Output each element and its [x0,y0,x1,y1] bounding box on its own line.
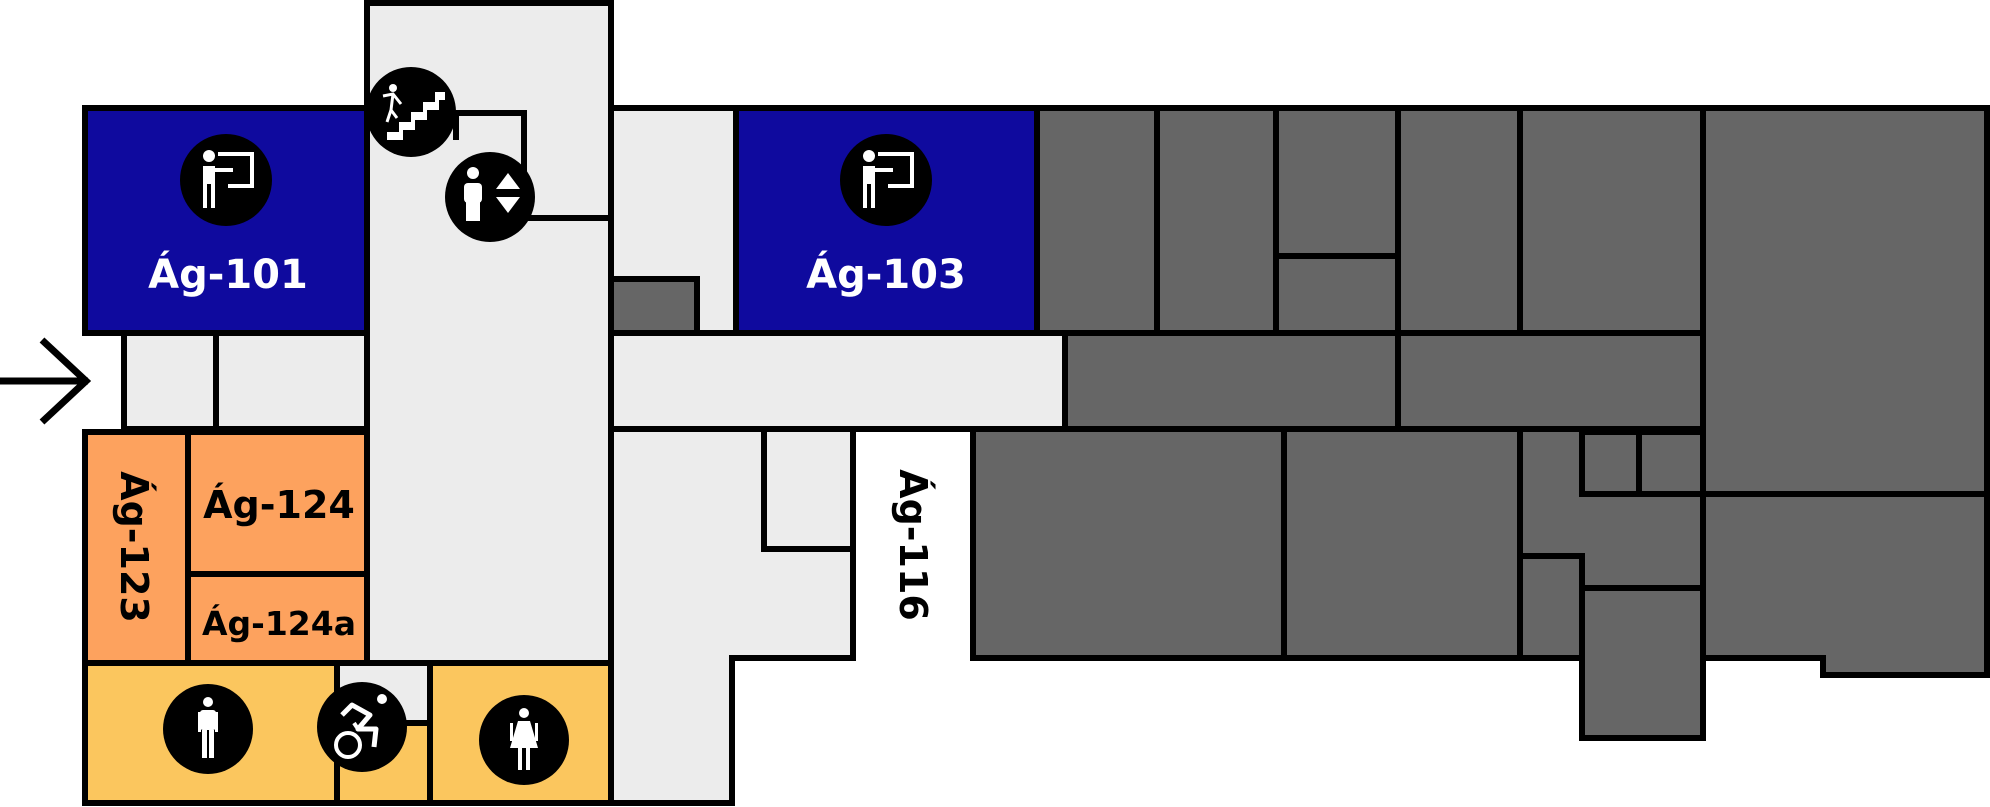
grey-room [1395,105,1523,336]
corridor-small-room [761,426,856,552]
grey-room [1700,105,1990,678]
grey-room [1273,253,1401,336]
room-label-ag124: Ág-124 [203,483,355,527]
room-label-ag123: Ág-123 [112,471,156,623]
grey-room [1636,429,1706,497]
corridor-east [608,330,1068,432]
room-label-ag103: Ág-103 [806,250,966,298]
unavailable-rooms [608,105,1990,741]
office-rooms [82,429,370,666]
grey-room [1062,330,1401,432]
room-ag124[interactable] [185,429,370,577]
room-label-ag116: Ág-116 [891,469,935,621]
room-label-ag101: Ág-101 [148,250,308,298]
entrance-arrow-icon[interactable] [0,337,92,425]
grey-room [1395,330,1706,432]
grey-room [1034,105,1160,336]
grey-room [1517,105,1706,336]
grey-room [1579,585,1706,741]
corridor-west-entrance [121,330,370,432]
mens-restroom-icon[interactable] [163,684,253,774]
lecturer-at-board-icon [180,134,272,226]
lecturer-at-board-icon [840,134,932,226]
grey-room [1281,426,1523,661]
stairs-icon[interactable] [366,67,456,157]
room-ag124a[interactable] [185,571,370,666]
elevator-icon[interactable] [445,152,535,242]
grey-room [970,426,1287,661]
room-label-ag124a: Ág-124a [202,603,356,643]
grey-room [1154,105,1279,336]
grey-room [1273,105,1401,259]
elevator-shaft [453,110,611,221]
grey-room [1517,553,1585,661]
womens-restroom-icon[interactable] [479,695,569,785]
accessible-restroom-icon[interactable] [317,682,407,772]
grey-room [608,276,700,336]
grey-room [1579,429,1642,497]
